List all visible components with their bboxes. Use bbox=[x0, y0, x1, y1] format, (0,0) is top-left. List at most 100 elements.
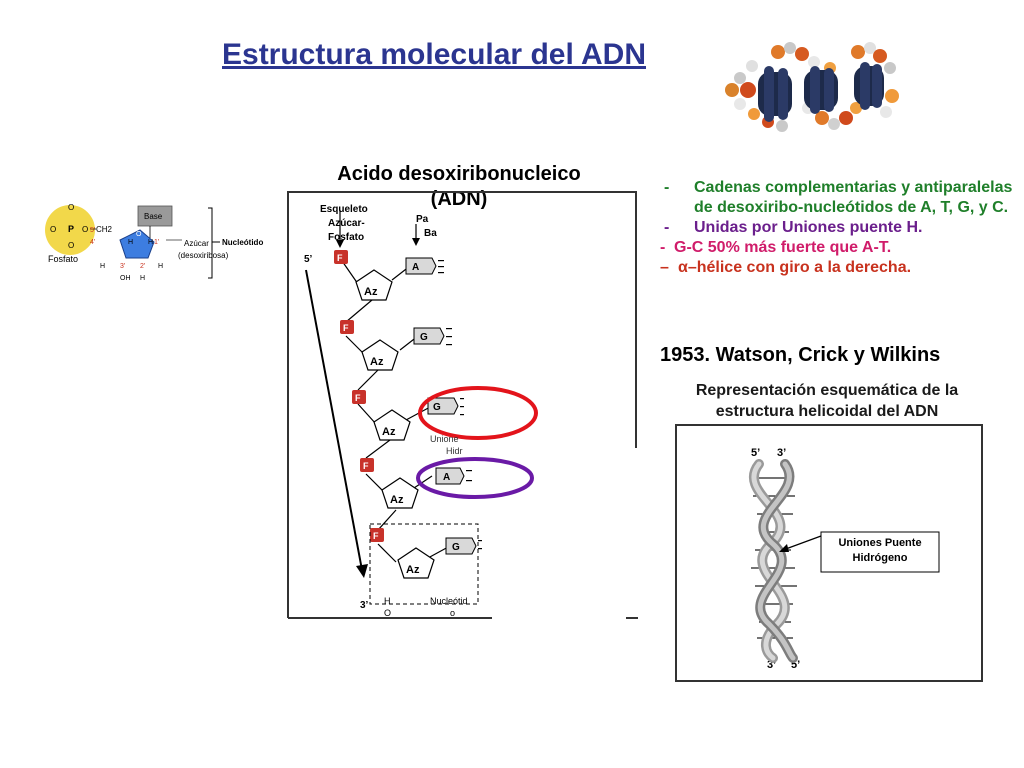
helix-top-right-label: 3’ bbox=[777, 447, 786, 459]
backbone-label-2: Azúcar- bbox=[328, 218, 365, 229]
red-highlight-circle bbox=[418, 386, 538, 440]
carbon-2: 2' bbox=[140, 263, 145, 270]
bullet-dash: - bbox=[664, 219, 670, 236]
phosphate-2-label: F bbox=[343, 323, 349, 333]
nucleotide-box-label-1: Nucleótid bbox=[430, 596, 468, 606]
feature-item-4: – α–hélice con giro a la derecha. bbox=[660, 258, 1020, 278]
sugar-5 bbox=[397, 547, 435, 579]
three-prime-label: 3’ bbox=[360, 600, 369, 611]
sugar-ring bbox=[119, 229, 155, 259]
nucleotide-label: Nucleótido bbox=[222, 238, 263, 247]
phosphate-5-label: F bbox=[373, 531, 379, 541]
phosphate-3-label: F bbox=[355, 393, 361, 403]
phosphate-1-label: F bbox=[337, 253, 343, 263]
strand-frame bbox=[287, 191, 637, 618]
bullet-dash: - bbox=[664, 179, 670, 196]
base-box bbox=[137, 205, 173, 227]
strand-heading: Acido desoxiribonucleico (ADN) bbox=[318, 162, 600, 212]
base-pair-label-2: Ba bbox=[424, 228, 437, 239]
nucleotide-dashed-box bbox=[369, 523, 479, 605]
backbone-label-1: Esqueleto bbox=[320, 204, 368, 215]
base-5 bbox=[445, 537, 477, 555]
carbon-4: 4' bbox=[90, 239, 95, 246]
phosphate-o-bottom: O bbox=[68, 241, 74, 250]
sugar-sublabel: (desoxiribosa) bbox=[178, 251, 229, 260]
base-2-label: G bbox=[420, 332, 428, 343]
sugar-2-label: Az bbox=[370, 356, 384, 368]
direction-arrow bbox=[305, 269, 363, 571]
bullet-dash: – bbox=[660, 259, 669, 276]
callout-line-2: Hidrógeno bbox=[853, 552, 908, 564]
oh-label: OH bbox=[120, 275, 131, 282]
phosphate-1 bbox=[334, 250, 348, 264]
phosphate-p: P bbox=[68, 224, 74, 234]
base-5-label: G bbox=[452, 542, 460, 553]
carbon-3: 3' bbox=[120, 263, 125, 270]
phosphate-o-top: O bbox=[68, 203, 74, 212]
nucleotide-unit-2: F Az G bbox=[340, 320, 445, 371]
carbon-1: 1' bbox=[154, 239, 159, 246]
hydrogen-bond-dots bbox=[438, 260, 482, 550]
feature-text-1: Cadenas complementarias y antiparalelas … bbox=[694, 179, 1013, 216]
base-4-label: A bbox=[443, 472, 450, 483]
base-1-label: A bbox=[412, 262, 419, 273]
backbone-label-3: Fosfato bbox=[328, 232, 364, 243]
phosphate-o-right: O bbox=[82, 225, 88, 234]
base-pair-label-1: Pa bbox=[416, 214, 429, 225]
hydrogen-bonds-callout bbox=[820, 531, 940, 573]
bottom-h-label: H bbox=[384, 596, 391, 606]
ch2-label: CH2 bbox=[96, 225, 113, 234]
discovery-credit: 1953. Watson, Crick y Wilkins bbox=[660, 344, 941, 366]
sugar-label: Azúcar bbox=[184, 239, 209, 248]
feature-list: - Cadenas complementarias y antiparalela… bbox=[660, 178, 1020, 278]
hydrogen-label-2: Hidr bbox=[446, 446, 463, 456]
sugar-3 bbox=[373, 409, 411, 441]
double-helix-diagram: 5’ 3’ 3’ 5’ Uniones Puente Hidrógeno bbox=[675, 424, 983, 682]
nucleotide-box-label-2: o bbox=[450, 608, 455, 618]
helix-bottom-right-label: 5’ bbox=[791, 659, 800, 671]
dna-model-image bbox=[725, 42, 899, 132]
callout-line-1: Uniones Puente bbox=[838, 537, 921, 549]
phosphate-label: Fosfato bbox=[48, 254, 78, 264]
strand-heading-line1: Acido desoxiribonucleico bbox=[337, 163, 581, 185]
nucleotide-bracket bbox=[208, 207, 213, 279]
feature-item-2: - Unidas por Uniones puente H. bbox=[660, 218, 1020, 238]
helix-bottom-left-label: 3’ bbox=[767, 659, 776, 671]
nucleotide-structure-diagram: O O P O O CH2 Fosfato Base 5' 4' 1' 3' 2… bbox=[45, 203, 263, 282]
h-right: H bbox=[158, 263, 163, 270]
slide-title: Estructura molecular del ADN bbox=[222, 38, 646, 71]
base-3-label: G bbox=[433, 402, 441, 413]
strand-heading-line2: (ADN) bbox=[430, 188, 488, 210]
phosphate-highlight bbox=[45, 205, 95, 255]
h-ring-left: H bbox=[128, 239, 133, 246]
carbon-5: 5' bbox=[90, 227, 95, 234]
base-4 bbox=[435, 467, 465, 485]
feature-text-2: Unidas por Uniones puente H. bbox=[694, 219, 923, 236]
nucleotide-unit-3: F Az G bbox=[352, 390, 459, 441]
phosphate-3 bbox=[352, 390, 366, 404]
helix-caption: Representación esquemática de la estruct… bbox=[695, 382, 959, 420]
sugar-3-label: Az bbox=[382, 426, 396, 438]
h-ring: H bbox=[148, 239, 153, 246]
feature-item-3: - G-C 50% más fuerte que A-T. bbox=[660, 238, 1020, 258]
nucleotide-unit-5: F Az G bbox=[370, 528, 477, 579]
phosphate-o-left: O bbox=[50, 225, 56, 234]
dna-atoms bbox=[725, 42, 899, 132]
phosphate-5 bbox=[370, 528, 384, 542]
sugar-1 bbox=[355, 269, 393, 301]
feature-text-4: α–hélice con giro a la derecha. bbox=[678, 259, 912, 276]
hydrogen-label-1: Unione bbox=[430, 434, 459, 444]
phosphate-4 bbox=[360, 458, 374, 472]
nucleotide-unit-1: F Az A bbox=[334, 250, 437, 301]
sugar-4-label: Az bbox=[390, 494, 404, 506]
sugar-4 bbox=[381, 477, 419, 509]
phosphate-2 bbox=[340, 320, 354, 334]
feature-text-3: G-C 50% más fuerte que A-T. bbox=[674, 239, 892, 256]
sugar-ring-o: O bbox=[136, 231, 142, 238]
purple-highlight-circle bbox=[416, 457, 534, 499]
sugar-5-label: Az bbox=[406, 564, 420, 576]
h-bottom: H bbox=[140, 275, 145, 282]
helix-top-left-label: 5’ bbox=[751, 447, 760, 459]
sugar-1-label: Az bbox=[364, 286, 378, 298]
nucleotide-unit-4: F Az A bbox=[360, 458, 465, 509]
